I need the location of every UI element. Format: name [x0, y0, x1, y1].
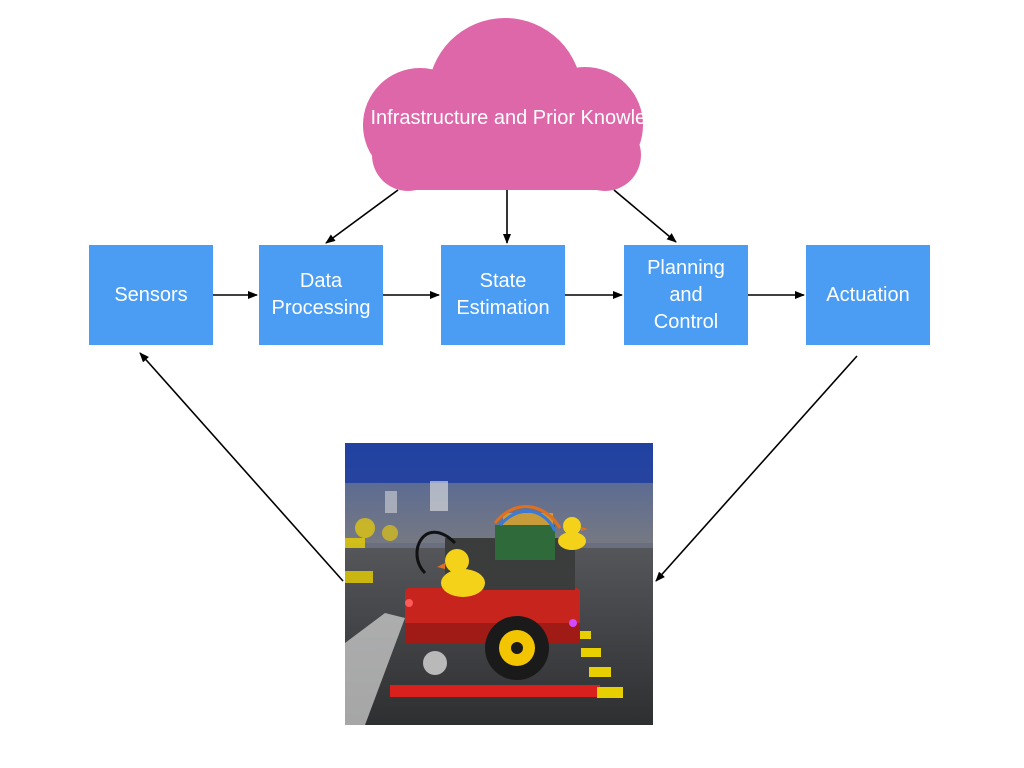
robot-photo [345, 443, 653, 725]
data-processing-label: Data Processing [271, 270, 371, 319]
arrow-cloud-to-planning [613, 189, 677, 243]
arrow-robot-to-sensors [139, 352, 344, 582]
cloud-label: Infrastructure and Prior Knowledge [370, 107, 680, 129]
arrow-cloud-to-data-processing [325, 189, 399, 244]
arrow-actuation-to-robot [655, 355, 858, 582]
sensors-box: Sensors [89, 245, 213, 345]
state-estimation-label: State Estimation [456, 270, 550, 319]
planning-control-box: Planning and Control [624, 245, 748, 345]
planning-control-label: Planning and Control [647, 256, 725, 333]
actuation-box: Actuation [806, 245, 930, 345]
actuation-label: Actuation [826, 283, 910, 306]
data-processing-box: Data Processing [259, 245, 383, 345]
cloud-shape [363, 18, 643, 191]
state-estimation-box: State Estimation [441, 245, 565, 345]
sensors-label: Sensors [114, 283, 188, 306]
